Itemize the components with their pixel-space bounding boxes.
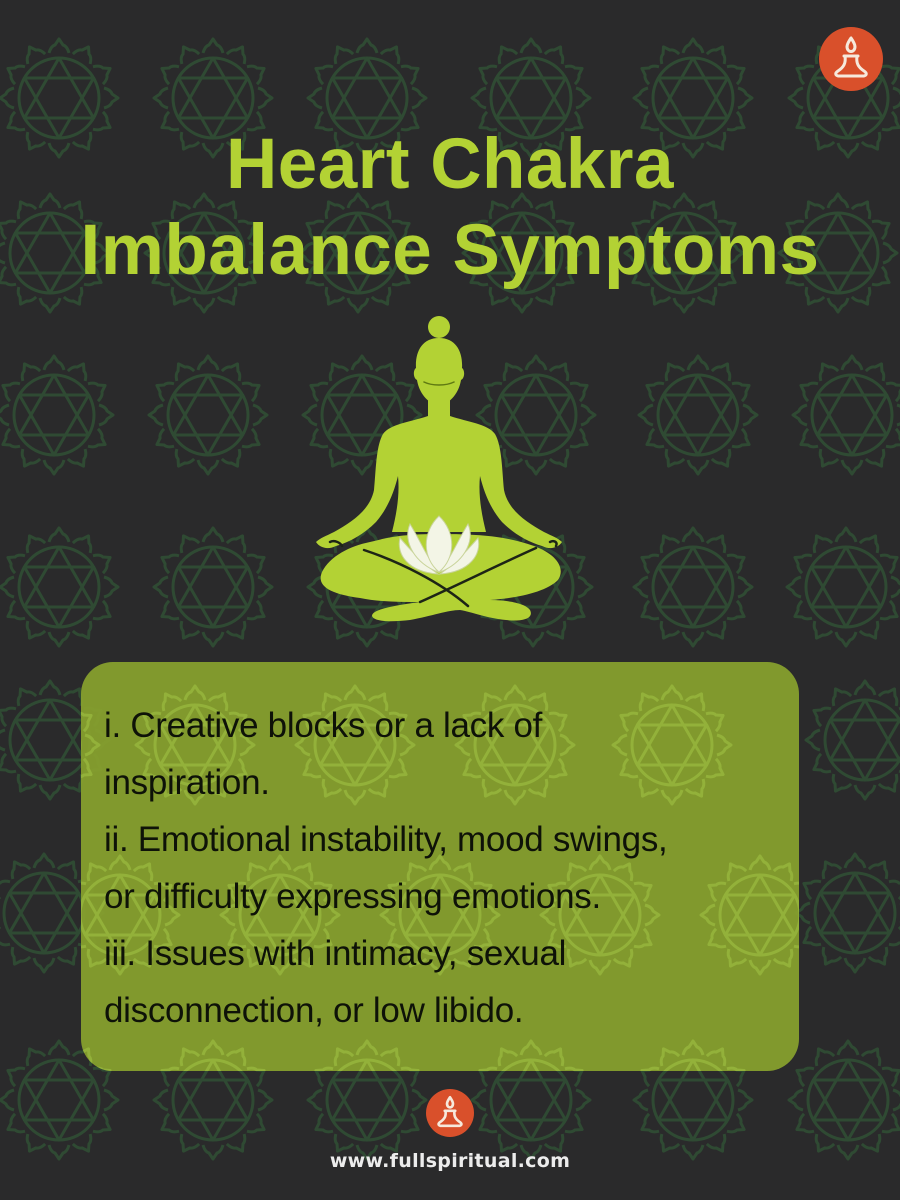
title-line-1: Heart Chakra	[226, 125, 674, 204]
symptom-line: ii. Emotional instability, mood swings,	[104, 820, 668, 859]
lotus-icon	[398, 515, 480, 575]
symptom-line: or difficulty expressing emotions.	[104, 877, 601, 916]
symptoms-card: i. Creative blocks or a lack of inspirat…	[81, 662, 799, 1071]
symptom-line: disconnection, or low libido.	[104, 991, 524, 1030]
brand-logo-icon[interactable]	[819, 27, 883, 91]
footer-logo-icon[interactable]	[426, 1089, 474, 1137]
symptom-line: inspiration.	[104, 763, 270, 802]
symptoms-list: i. Creative blocks or a lack of inspirat…	[104, 697, 784, 1039]
meditating-person-icon	[316, 316, 562, 622]
symptom-line: iii. Issues with intimacy, sexual	[104, 934, 567, 973]
page-title: Heart Chakra Imbalance Symptoms	[0, 122, 900, 294]
website-url-link[interactable]: www.fullspiritual.com	[329, 1150, 571, 1172]
symptom-line: i. Creative blocks or a lack of	[104, 706, 543, 745]
title-line-2: Imbalance Symptoms	[80, 211, 820, 290]
